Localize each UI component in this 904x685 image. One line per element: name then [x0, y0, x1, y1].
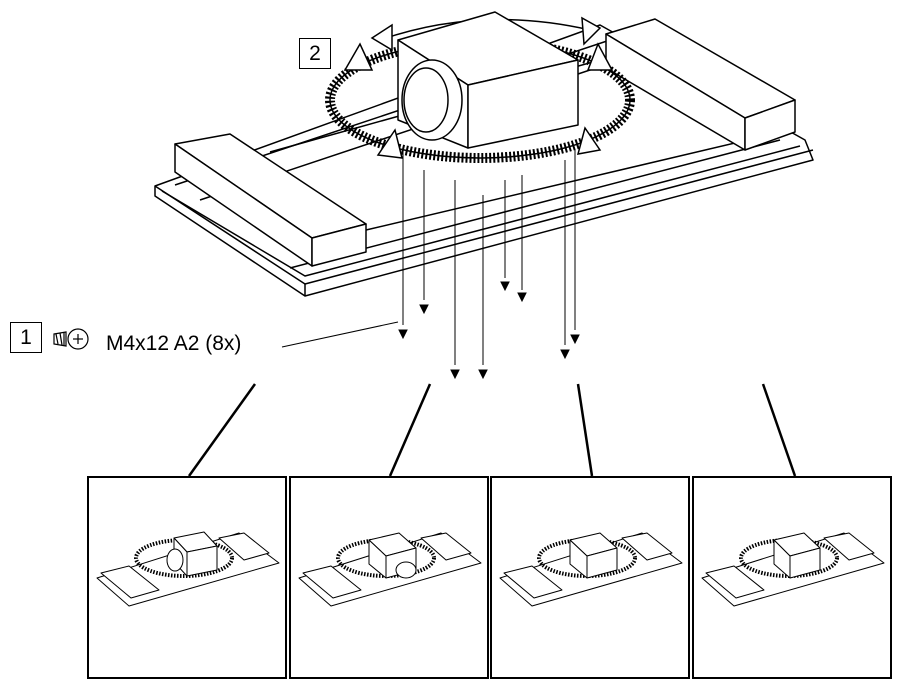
orientation-panel-2: [289, 476, 489, 679]
step-number-1: 1: [10, 322, 42, 353]
panel-connectors: [187, 383, 797, 477]
screw-guides: [398, 150, 580, 380]
rotation-arrows: [325, 16, 635, 163]
mini-hood-4: [701, 532, 885, 607]
mini-hood-3: [499, 532, 683, 607]
mini-hood-1: [96, 531, 280, 607]
mini-hood-2: [298, 532, 482, 607]
fan-housing: [397, 11, 579, 149]
screw-icon: [53, 328, 89, 350]
label-leader: [281, 321, 399, 348]
orientation-panel-3: [490, 476, 690, 679]
right-box: [605, 18, 796, 151]
left-box: [174, 133, 367, 267]
screw-spec-label: M4x12 A2 (8x): [106, 332, 242, 355]
orientation-panel-1: [87, 476, 287, 679]
step-number-2: 2: [299, 38, 331, 69]
orientation-panel-4: [692, 476, 892, 679]
